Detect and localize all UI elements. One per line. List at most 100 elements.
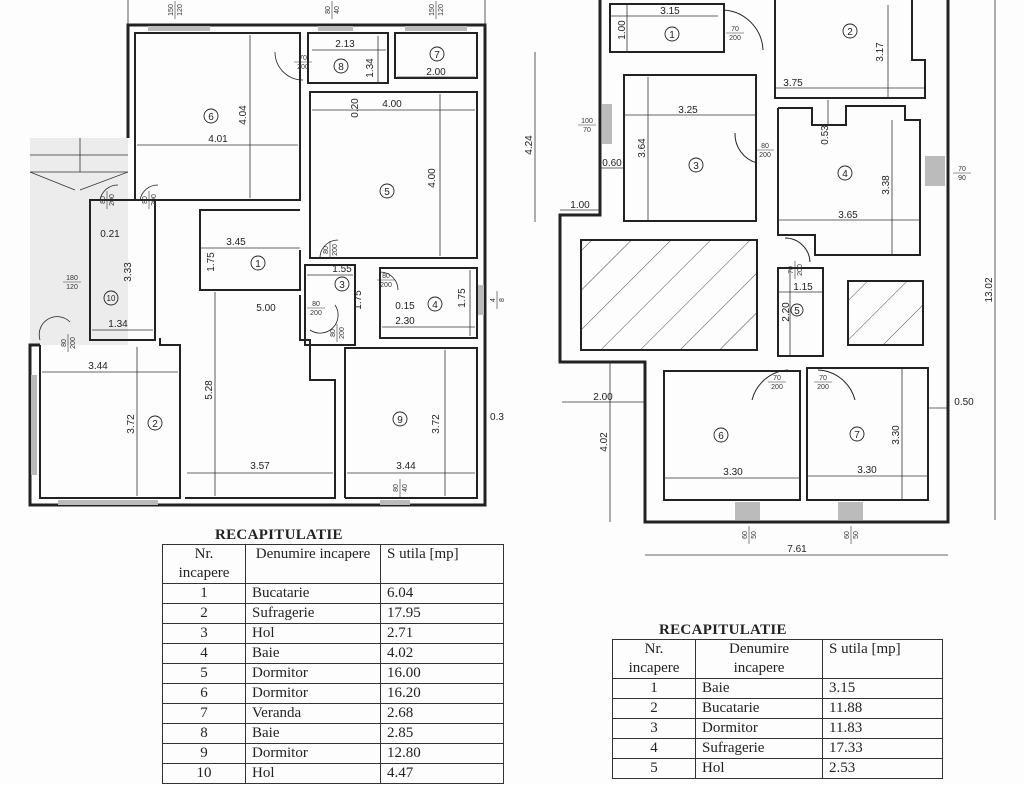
cell-room-name: Baie [245,723,381,744]
dim-label: 7.61 [787,544,807,555]
right-floor-plan: 3.15 1.00 3.17 3.75 3.25 3.64 0.53 3.38 … [524,0,996,556]
dim-label: 4.04 [238,105,249,125]
door-swings [723,9,856,401]
dim-label: 2.30 [395,316,415,327]
room-6 [134,32,301,201]
dim-label: 3.44 [88,361,108,372]
dim-label: 1.75 [206,252,217,272]
header-room-number: Nr. incapere [612,639,696,679]
dim-label: 3.72 [126,414,137,434]
table-title: RECAPITULATIE [215,527,343,543]
dim-label: 2.00 [593,392,613,403]
room-7 [806,367,929,501]
dim-label: 0.20 [350,98,361,118]
dim-label: 1.55 [332,264,352,275]
cell-room-name: Veranda [245,703,381,724]
dim-label: 4.00 [427,168,438,188]
room-number-7: 7 [429,46,445,62]
room-5 [777,267,824,357]
room-number-text: 5 [794,306,800,317]
cell-area: 11.88 [822,698,943,719]
cell-room-name: Baie [695,678,823,699]
windows [602,104,945,520]
room-3 [304,264,356,346]
dim-label: 1.15 [793,282,813,293]
room-number-text: 1 [669,30,675,41]
cell-room-number: 10 [162,763,246,784]
cell-room-name: Hol [245,763,381,784]
cell-room-number: 1 [162,583,246,604]
room-1 [609,3,725,53]
right-dimension-labels: 3.15 1.00 3.17 3.75 3.25 3.64 0.53 3.38 … [524,6,995,555]
room-number-text: 2 [152,419,158,430]
dim-label: 2.13 [335,39,355,50]
cell-room-number: 6 [162,683,246,704]
room-number-4: 4 [427,296,443,312]
hatched-void-large [580,239,758,351]
cell-room-number: 4 [162,643,246,664]
table-header: Nr. incapere Denumire incapere S utila [… [162,544,504,584]
room-number-8: 8 [333,58,349,74]
room-number-text: 3 [339,280,345,291]
cell-room-number: 1 [612,678,696,699]
cell-room-number: 2 [162,603,246,624]
cell-area: 6.04 [380,583,504,604]
cell-area: 3.15 [822,678,943,699]
cell-room-name: Dormitor [695,718,823,739]
dim-label: 0.15 [395,301,415,312]
dim-label: 0.3 [490,412,504,423]
cell-area: 4.47 [380,763,504,784]
cell-area: 2.71 [380,623,504,644]
header-area: S utila [mp] [822,639,943,679]
room-9 [344,347,478,499]
cell-room-number: 3 [162,623,246,644]
veranda-area [30,138,128,345]
room-2 [39,338,181,499]
hatched-void-small [847,280,924,346]
dim-label: 3.30 [857,465,877,476]
room-number-4: 4 [837,165,853,181]
cell-room-number: 3 [612,718,696,739]
cell-room-name: Bucatarie [695,698,823,719]
cell-room-name: Sufragerie [695,738,823,759]
cell-room-name: Dormitor [245,683,381,704]
dim-label: 3.57 [250,461,270,472]
room-number-text: 6 [718,431,724,442]
room-number-text: 4 [842,169,848,180]
dim-label: 4.01 [208,134,228,145]
room-number-text: 7 [434,50,440,61]
dim-label: 0.50 [954,397,974,408]
cell-area: 16.00 [380,663,504,684]
room-number-text: 2 [847,27,853,38]
cell-room-number: 4 [612,738,696,759]
dim-label: 3.17 [875,42,886,62]
room-number-5: 5 [790,303,804,317]
room-number-6: 6 [203,108,219,124]
cell-area: 12.80 [380,743,504,764]
room-4 [379,267,478,339]
dim-label: 3.64 [637,138,648,158]
right-summary-table: RECAPITULATIE Nr. incapere Denumire inca… [612,622,943,779]
cell-room-number: 5 [612,758,696,779]
cell-area: 16.20 [380,683,504,704]
